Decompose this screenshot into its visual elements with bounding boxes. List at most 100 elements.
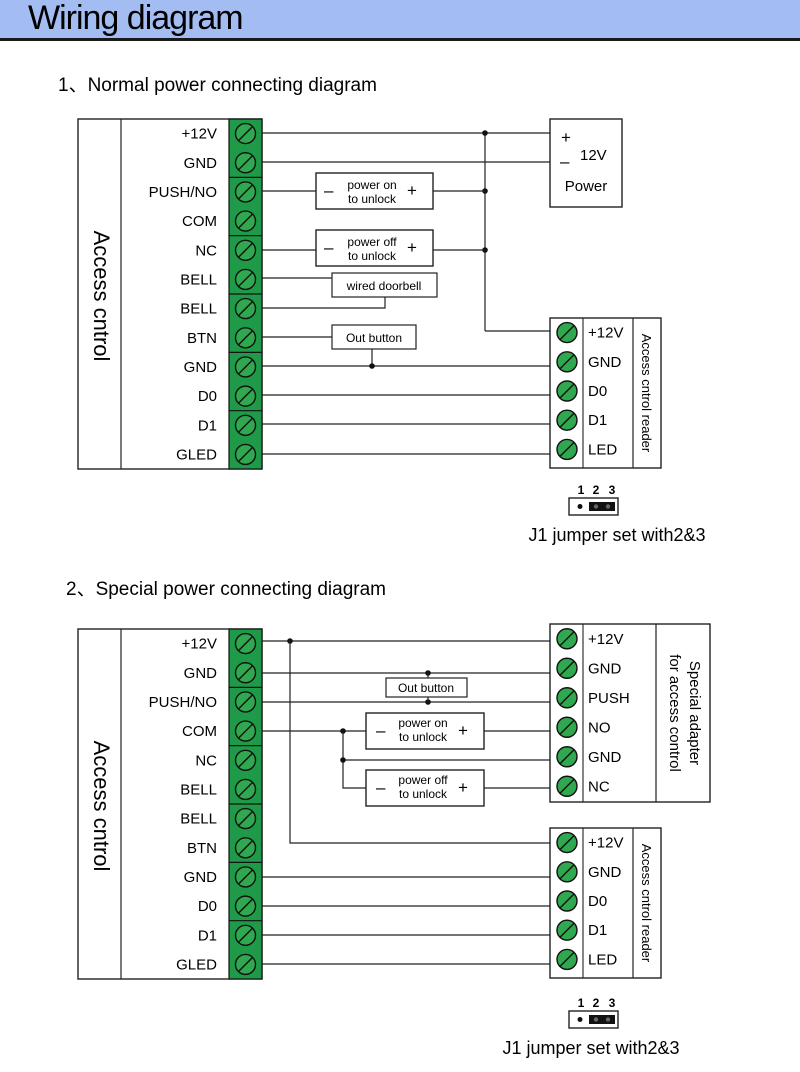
s1-power-minus: – bbox=[560, 152, 570, 171]
device-terminal-label: +12V bbox=[588, 631, 623, 648]
controller-terminal-label: NC bbox=[195, 242, 217, 259]
controller-terminal-label: D1 bbox=[198, 927, 217, 944]
device-terminal-label: D0 bbox=[588, 893, 607, 910]
s2-jumper: 1 2 3 bbox=[568, 996, 619, 1029]
svg-text:power on: power on bbox=[347, 178, 396, 192]
controller-terminal-label: BELL bbox=[180, 271, 217, 288]
svg-text:to unlock: to unlock bbox=[399, 787, 448, 801]
s1-jumper: 1 2 3 bbox=[568, 483, 619, 516]
svg-text:Out button: Out button bbox=[398, 681, 454, 695]
svg-text:+: + bbox=[458, 778, 468, 797]
controller-terminal-label: COM bbox=[182, 723, 217, 740]
header-banner: Wiring diagram bbox=[0, 0, 800, 41]
svg-text:wired doorbell: wired doorbell bbox=[346, 279, 422, 293]
controller-terminal-label: BTN bbox=[187, 330, 217, 347]
svg-text:+: + bbox=[458, 721, 468, 740]
controller-terminal-label: GND bbox=[184, 359, 218, 376]
s2-adapter-box bbox=[549, 623, 711, 803]
controller-terminal-label: BTN bbox=[187, 840, 217, 857]
svg-text:to unlock: to unlock bbox=[399, 730, 448, 744]
device-terminal-label: GND bbox=[588, 864, 622, 881]
svg-text:power on: power on bbox=[398, 716, 447, 730]
svg-text:Out button: Out button bbox=[346, 331, 402, 345]
controller-terminal-label: D0 bbox=[198, 898, 217, 915]
s1-power-on-box: – + power on to unlock bbox=[315, 172, 434, 210]
svg-text:+: + bbox=[407, 238, 417, 257]
svg-text:–: – bbox=[324, 238, 334, 257]
s1-out-button-box: Out button bbox=[331, 324, 417, 350]
svg-text:2: 2 bbox=[593, 996, 600, 1010]
section1-diagram: Access cntrol +12V GND PUSH/NO COM NC BELL BEL… bbox=[77, 118, 706, 545]
controller-terminal-label: GLED bbox=[176, 956, 217, 973]
s2-adapter-label-1: Special adapter bbox=[686, 661, 703, 765]
controller-terminal-label: D1 bbox=[198, 417, 217, 434]
s1-power-label: Power bbox=[565, 178, 608, 195]
controller-terminal-label: BELL bbox=[180, 781, 217, 798]
s2-power-on-box: – + power on to unlock bbox=[365, 712, 485, 750]
s2-power-off-box: – + power off to unlock bbox=[365, 769, 485, 807]
s1-power-supply-box bbox=[549, 118, 623, 208]
device-terminal-label: D1 bbox=[588, 412, 607, 429]
device-terminal-label: NC bbox=[588, 778, 610, 795]
s1-power-off-box: – + power off to unlock bbox=[315, 229, 434, 267]
s2-out-button-box: Out button bbox=[385, 677, 468, 698]
s1-wired-doorbell-box: wired doorbell bbox=[331, 272, 438, 298]
s2-adapter-terminals: +12V GND PUSH NO GND NC bbox=[556, 624, 630, 802]
svg-text:to unlock: to unlock bbox=[348, 249, 397, 263]
device-terminal-label: D1 bbox=[588, 922, 607, 939]
svg-text:1: 1 bbox=[578, 483, 585, 497]
device-terminal-label: GND bbox=[588, 749, 622, 766]
s1-jumper-caption: J1 jumper set with2&3 bbox=[528, 525, 705, 545]
controller-terminal-label: NC bbox=[195, 752, 217, 769]
device-terminal-label: PUSH bbox=[588, 690, 630, 707]
s1-power-voltage: 12V bbox=[580, 147, 607, 164]
device-terminal-label: NO bbox=[588, 719, 611, 736]
s2-terminal-block: +12V GND PUSH/NO COM NC BELL BELL BTN GND D0D1GLE… bbox=[149, 628, 263, 980]
controller-terminal-label: D0 bbox=[198, 388, 217, 405]
controller-terminal-label: GND bbox=[184, 665, 218, 682]
s1-terminal-block: +12V GND PUSH/NO COM NC BELL BELL BTN GND D0D1GLE… bbox=[149, 118, 263, 470]
s2-adapter-label-2: for access control bbox=[666, 654, 683, 772]
controller-terminal-label: GND bbox=[184, 155, 218, 172]
device-terminal-label: LED bbox=[588, 441, 617, 458]
section1-title: 1、Normal power connecting diagram bbox=[58, 75, 377, 96]
svg-text:3: 3 bbox=[609, 996, 616, 1010]
svg-text:+: + bbox=[407, 181, 417, 200]
s1-controller-label: Access cntrol bbox=[89, 231, 114, 362]
controller-terminal-label: GND bbox=[184, 869, 218, 886]
device-terminal-label: GND bbox=[588, 660, 622, 677]
section2-title: 2、Special power connecting diagram bbox=[66, 579, 386, 600]
controller-terminal-label: COM bbox=[182, 213, 217, 230]
s2-reader-label: Access cntrol reader bbox=[639, 844, 654, 963]
controller-terminal-label: PUSH/NO bbox=[149, 694, 217, 711]
page-title: Wiring diagram bbox=[28, 0, 244, 37]
device-terminal-label: GND bbox=[588, 354, 622, 371]
svg-text:3: 3 bbox=[609, 483, 616, 497]
svg-text:–: – bbox=[376, 721, 386, 740]
svg-text:1: 1 bbox=[578, 996, 585, 1010]
controller-terminal-label: +12V bbox=[182, 636, 217, 653]
device-terminal-label: LED bbox=[588, 951, 617, 968]
s1-reader-label: Access cntrol reader bbox=[639, 334, 654, 453]
svg-text:power off: power off bbox=[347, 235, 397, 249]
section2-diagram: Access cntrol +12V GND PUSH/NO COM NC BELL BEL… bbox=[77, 623, 711, 1058]
svg-text:–: – bbox=[324, 181, 334, 200]
s2-controller-label: Access cntrol bbox=[89, 741, 114, 872]
s1-power-plus: + bbox=[561, 128, 571, 147]
device-terminal-label: D0 bbox=[588, 383, 607, 400]
device-terminal-label: +12V bbox=[588, 325, 623, 342]
s2-jumper-caption: J1 jumper set with2&3 bbox=[502, 1038, 679, 1058]
svg-text:to unlock: to unlock bbox=[348, 192, 397, 206]
svg-text:2: 2 bbox=[593, 483, 600, 497]
svg-text:–: – bbox=[376, 778, 386, 797]
controller-terminal-label: BELL bbox=[180, 301, 217, 318]
device-terminal-label: +12V bbox=[588, 835, 623, 852]
controller-terminal-label: PUSH/NO bbox=[149, 184, 217, 201]
controller-terminal-label: GLED bbox=[176, 446, 217, 463]
svg-text:power off: power off bbox=[398, 773, 448, 787]
controller-terminal-label: +12V bbox=[182, 126, 217, 143]
controller-terminal-label: BELL bbox=[180, 811, 217, 828]
